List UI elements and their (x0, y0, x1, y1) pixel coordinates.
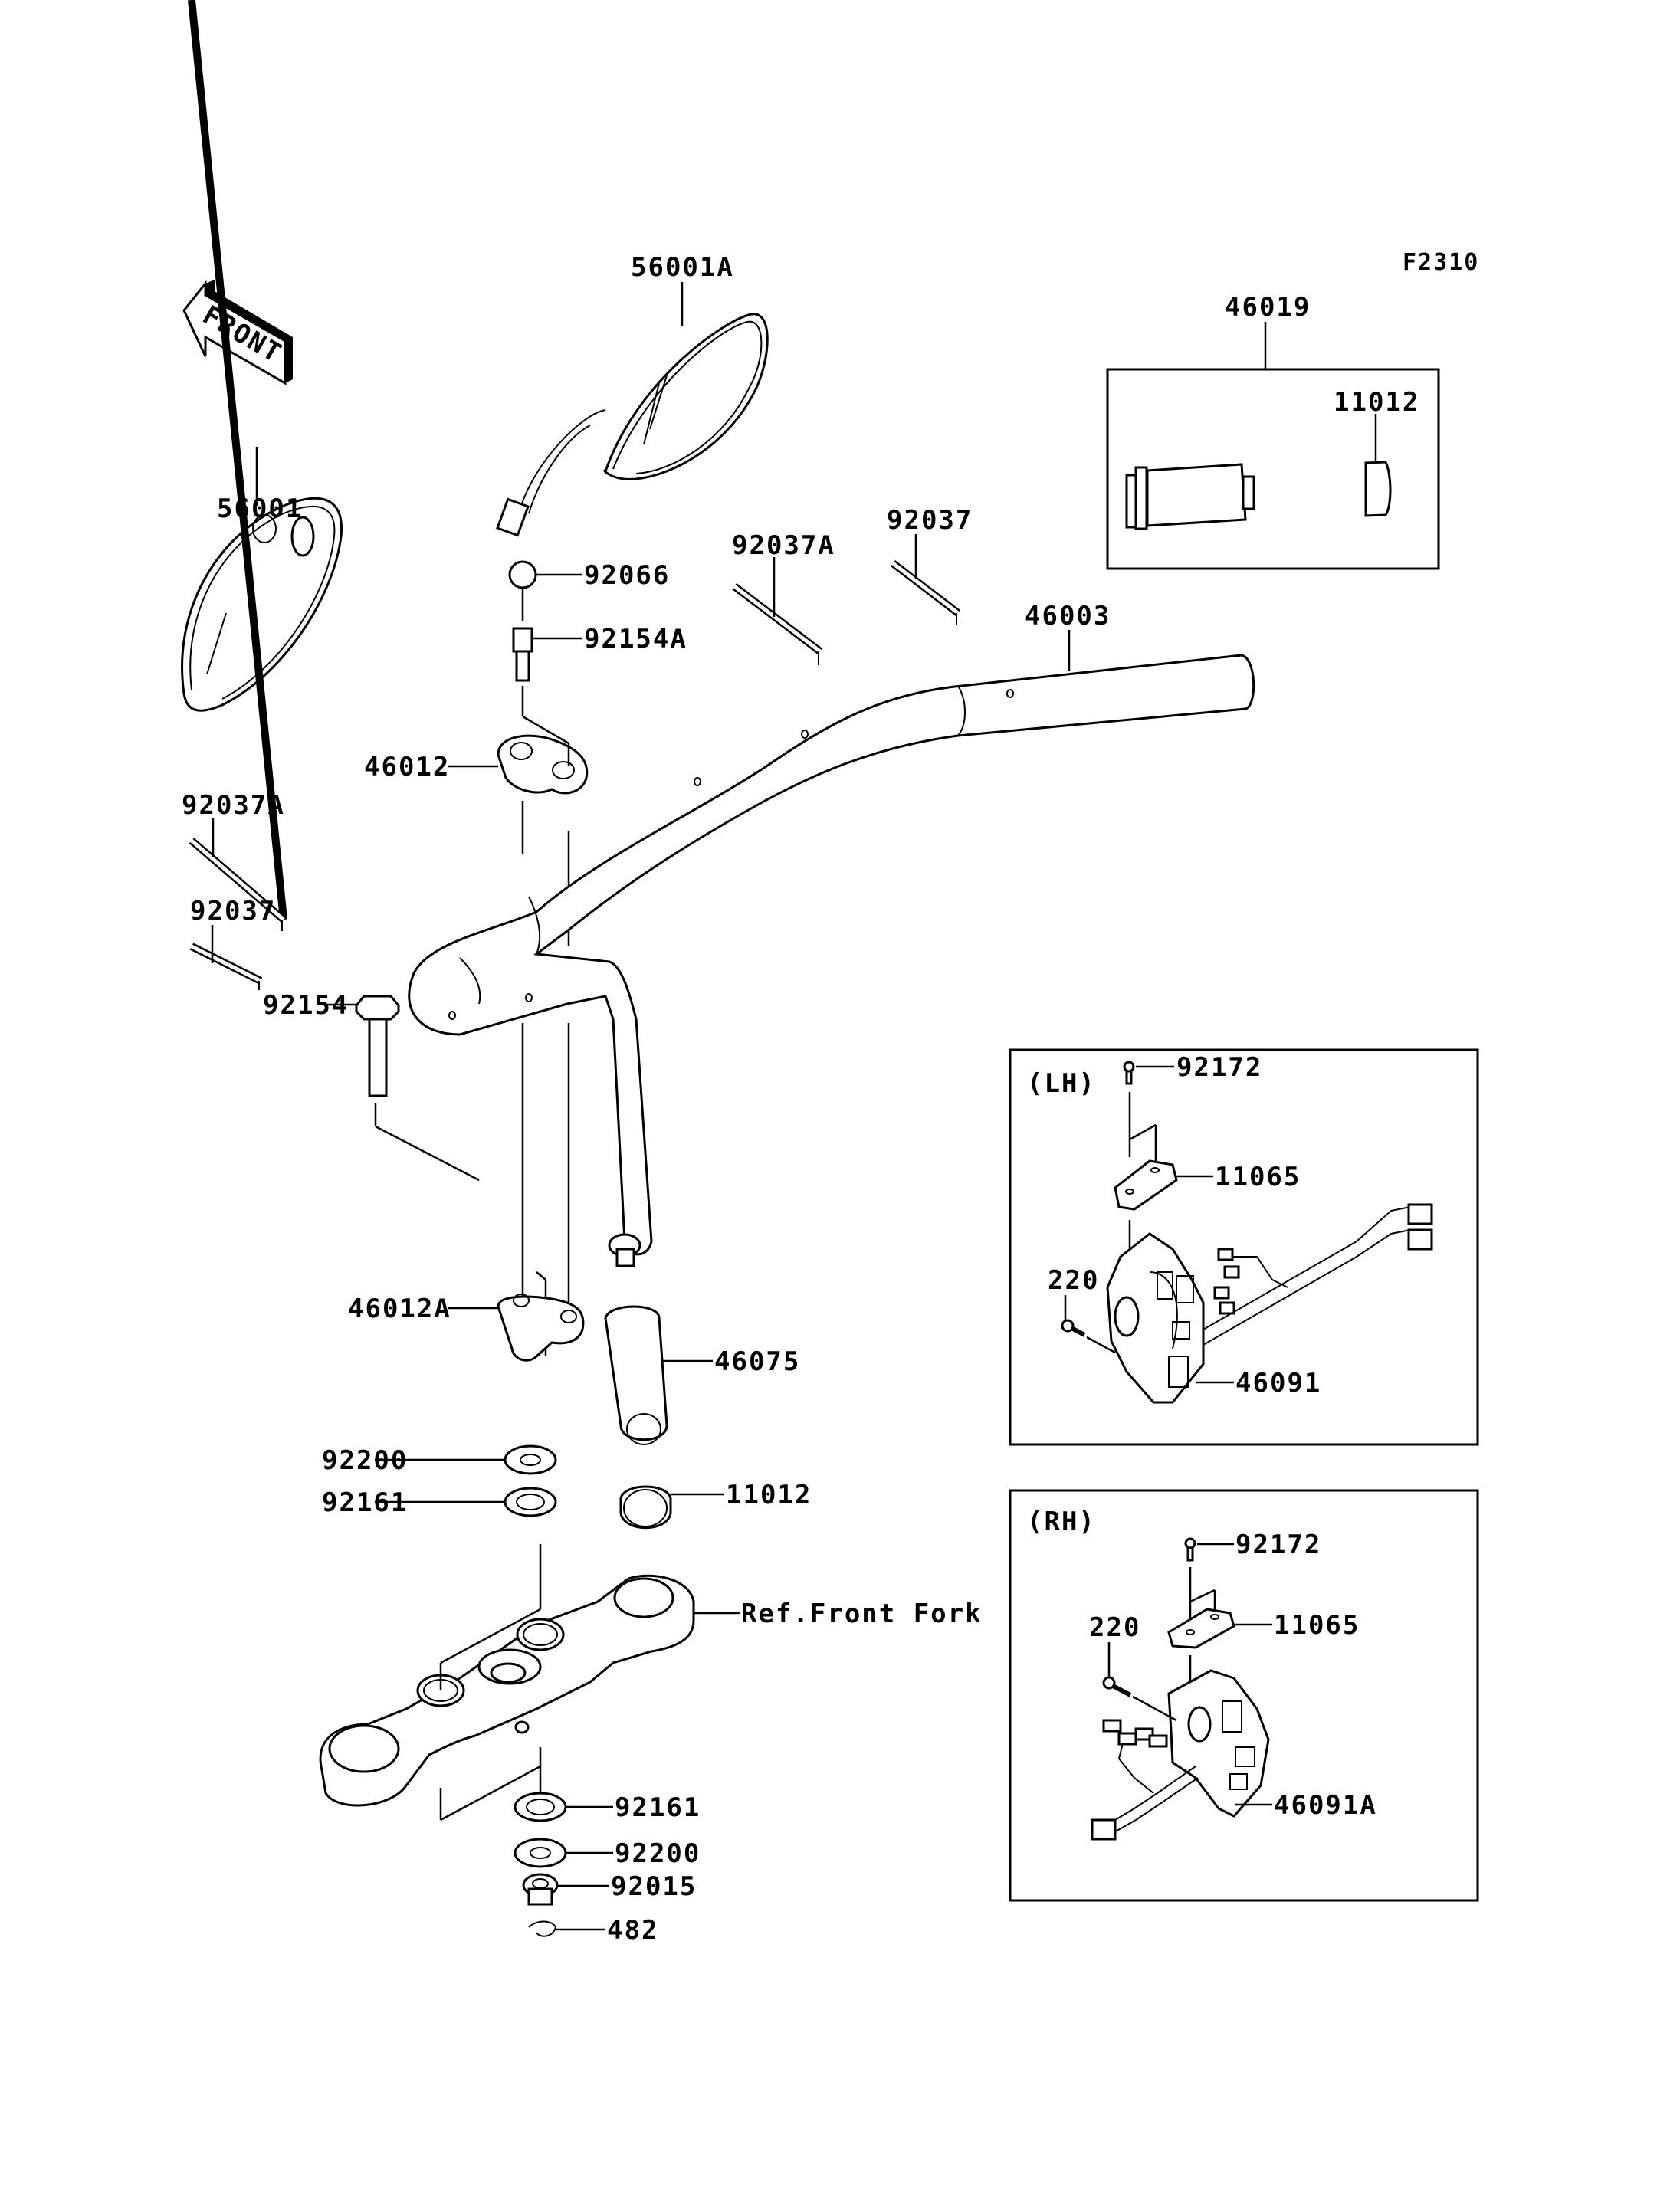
lh-callout-46091: 46091 (1235, 1368, 1321, 1399)
rh-bolt-220[interactable] (1102, 1676, 1132, 1697)
callout-92154A: 92154A (584, 624, 687, 654)
lh-cover-11065[interactable] (1114, 1159, 1178, 1211)
rh-switch-panel: (RH) 92172 11065 (1009, 1489, 1479, 1902)
lh-callout-220: 220 (1048, 1265, 1099, 1296)
handlebar-46003[interactable] (408, 654, 1255, 1267)
callout-46012A: 46012A (348, 1294, 451, 1324)
rh-cover-11065[interactable] (1167, 1608, 1235, 1649)
callout-11012-box: 11012 (1334, 387, 1419, 418)
callout-11012: 11012 (726, 1480, 812, 1510)
callout-46075: 46075 (714, 1346, 800, 1377)
nut-92015[interactable] (522, 1873, 559, 1906)
callout-92037-left: 92037 (190, 896, 276, 926)
clamp-92037A-top[interactable] (731, 583, 823, 665)
mirror-right[interactable] (496, 313, 769, 537)
callout-46019: 46019 (1225, 292, 1311, 323)
callout-56001: 56001 (217, 494, 303, 524)
holder-46012[interactable] (497, 734, 589, 795)
lh-bolt-220[interactable] (1061, 1319, 1086, 1337)
callout-56001A: 56001A (631, 252, 734, 283)
callout-482: 482 (607, 1915, 658, 1946)
bolt-92154A[interactable] (512, 627, 533, 682)
lh-callout-11065: 11065 (1215, 1162, 1301, 1192)
lh-callout-92172: 92172 (1176, 1052, 1262, 1083)
grip-assy-box (1106, 368, 1440, 570)
callout-92200-top: 92200 (322, 1445, 408, 1476)
collar-92161-top[interactable] (504, 1487, 557, 1517)
callout-92161-bottom: 92161 (615, 1792, 701, 1823)
steering-stem-head (319, 1574, 695, 1807)
rh-callout-220: 220 (1089, 1612, 1140, 1643)
callout-92015: 92015 (611, 1871, 697, 1902)
grip-46075[interactable] (604, 1305, 668, 1445)
clamp-92037A-left[interactable] (188, 0, 287, 931)
callout-92161-top: 92161 (322, 1487, 408, 1518)
clip-482[interactable] (528, 1920, 557, 1937)
cap-92066[interactable] (508, 560, 537, 589)
callout-92037A-left: 92037A (182, 790, 285, 821)
rh-callout-11065: 11065 (1274, 1610, 1360, 1641)
lh-screw-92172[interactable] (1123, 1061, 1135, 1085)
callout-46003: 46003 (1025, 601, 1111, 631)
lh-switch-panel: (LH) 92172 11065 (1009, 1048, 1479, 1446)
clamp-92037-top[interactable] (890, 560, 961, 625)
grip-end-11012-box[interactable] (1364, 461, 1392, 517)
grip-46019[interactable] (1125, 461, 1392, 530)
figure-code: F2310 (1403, 249, 1479, 276)
lh-switch-46091[interactable] (1106, 1203, 1433, 1404)
callout-92066: 92066 (584, 560, 670, 591)
holder-46012A[interactable] (497, 1294, 585, 1362)
rh-callout-92172: 92172 (1235, 1530, 1321, 1560)
callout-92037-top: 92037 (887, 505, 973, 536)
rh-switch-46091A[interactable] (1091, 1669, 1270, 1841)
washer-92200-bottom[interactable] (514, 1838, 567, 1868)
rh-screw-92172[interactable] (1184, 1537, 1196, 1562)
washer-92200-top[interactable] (504, 1444, 557, 1475)
callout-92200-bottom: 92200 (615, 1838, 701, 1869)
clamp-92037-left[interactable] (189, 943, 263, 990)
lh-title: (LH) (1027, 1068, 1096, 1099)
grip-end-11012[interactable] (619, 1485, 672, 1530)
callout-46012: 46012 (364, 752, 450, 782)
rh-title: (RH) (1027, 1507, 1096, 1537)
bolt-92154[interactable] (355, 995, 400, 1097)
collar-92161-bottom[interactable] (514, 1792, 567, 1822)
callout-ref-front-fork: Ref.Front Fork (741, 1599, 983, 1629)
rh-callout-46091A: 46091A (1274, 1790, 1377, 1821)
mirror-left[interactable] (181, 497, 343, 712)
front-arrow-icon: FRONT (182, 280, 293, 385)
callout-92037A-top: 92037A (732, 530, 835, 561)
callout-92154: 92154 (263, 990, 349, 1021)
